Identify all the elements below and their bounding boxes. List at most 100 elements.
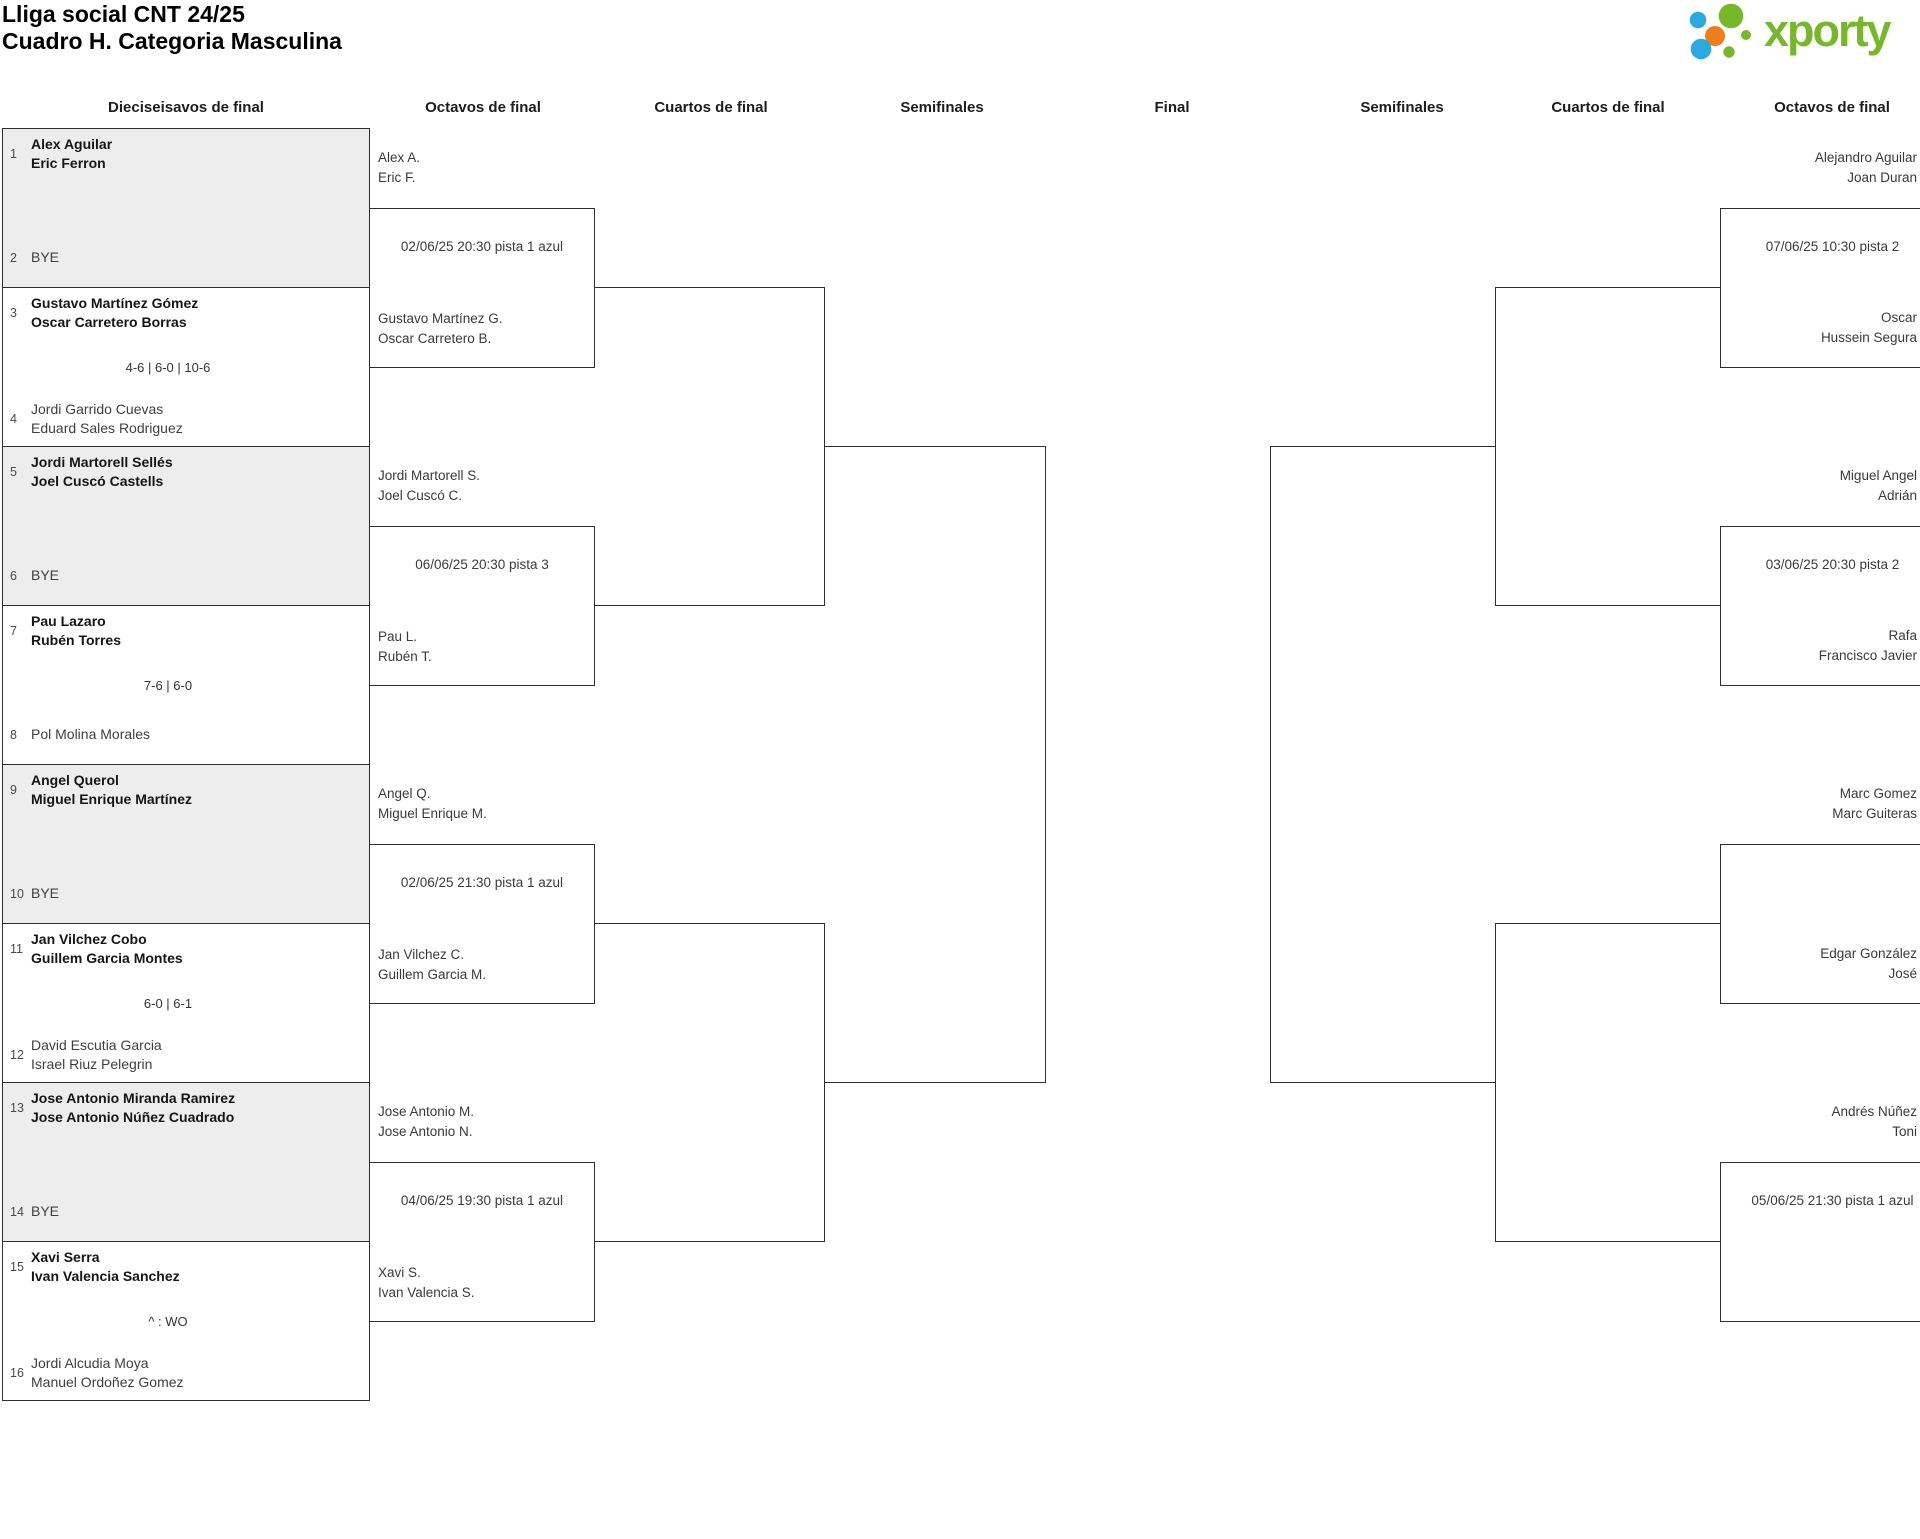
- round-header-2: Octavos de final: [425, 99, 541, 116]
- seed-number: 3: [10, 306, 17, 320]
- team-names: BYE: [31, 884, 59, 903]
- round16-left-team-b: Xavi S.Ivan Valencia S.: [378, 1263, 475, 1302]
- bracket-line: [1495, 923, 1720, 924]
- round16-left-team-b: Gustavo Martínez G.Oscar Carretero B.: [378, 309, 503, 348]
- player-name: José: [1888, 965, 1917, 981]
- seed-number: 11: [10, 942, 23, 956]
- player-name: Andrés Núñez: [1831, 1104, 1917, 1119]
- player-name: Guillem Garcia Montes: [31, 950, 183, 966]
- player-name: Jordi Garrido Cuevas: [31, 401, 164, 417]
- player-name: Angel Q.: [378, 786, 431, 801]
- player-name: Jordi Martorell S.: [378, 468, 481, 483]
- seed-number: 7: [10, 624, 17, 638]
- player-name: Eric F.: [378, 169, 416, 185]
- match-schedule: 02/06/25 21:30 pista 1 azul: [400, 875, 564, 890]
- player-name: Guillem Garcia M.: [378, 966, 487, 982]
- match-schedule: 05/06/25 21:30 pista 1 azul: [1751, 1193, 1914, 1208]
- team-names: BYE: [31, 566, 59, 585]
- round16-right-match-3: [1720, 844, 1920, 1004]
- page-title: Lliga social CNT 24/25 Cuadro H. Categor…: [2, 1, 342, 55]
- round16-right-match-1: 07/06/25 10:30 pista 2: [1720, 208, 1920, 368]
- player-name: Eric Ferron: [31, 155, 106, 171]
- bracket-line: [595, 605, 824, 606]
- player-name: Jan Vilchez Cobo: [31, 931, 147, 947]
- xporty-logo-text: xporty: [1764, 5, 1892, 56]
- player-name: Miguel Enrique Martínez: [31, 791, 193, 807]
- player-name: Marc Guiteras: [1832, 805, 1917, 821]
- seed-number: 6: [10, 568, 17, 583]
- round16-left-team-a: Alex A.Eric F.: [378, 148, 420, 187]
- team-row: 6 BYE: [3, 566, 59, 585]
- player-name: Rafa: [1888, 628, 1917, 643]
- round-header-4: Semifinales: [900, 99, 984, 116]
- match-score: ^ : WO: [148, 1314, 188, 1329]
- player-name: Jose Antonio Núñez Cuadrado: [31, 1109, 235, 1125]
- seed-number: 5: [10, 465, 17, 479]
- player-name: Adrián: [1877, 487, 1917, 503]
- player-name: Pau Lazaro: [31, 613, 106, 629]
- team-row: 10 BYE: [3, 884, 59, 903]
- team-names: BYE: [31, 1202, 59, 1221]
- player-name: Xavi Serra: [31, 1249, 100, 1265]
- match-schedule: 03/06/25 20:30 pista 2: [1765, 557, 1900, 572]
- player-name: Angel Querol: [31, 772, 119, 788]
- round-header-3: Cuartos de final: [654, 99, 768, 116]
- round-header-8: Octavos de final: [1774, 99, 1890, 116]
- round-header-5: Final: [1154, 99, 1190, 116]
- player-name: Oscar Carretero Borras: [31, 314, 187, 330]
- semifinal-connector-left: [1045, 446, 1046, 1083]
- player-name: Jose Antonio N.: [378, 1123, 473, 1139]
- round16-right-match-2: 03/06/25 20:30 pista 2: [1720, 526, 1920, 686]
- bracket-line: [595, 1241, 824, 1242]
- player-name: Jan Vilchez C.: [378, 947, 465, 962]
- seed-number: 8: [10, 727, 17, 742]
- bracket-line: [824, 446, 1045, 447]
- player-name: Oscar Carretero B.: [378, 330, 492, 346]
- player-name: Rubén T.: [378, 648, 432, 664]
- match-schedule: 02/06/25 20:30 pista 1 azul: [400, 239, 564, 254]
- player-name: Joan Duran: [1847, 169, 1917, 185]
- match-score: 7-6 | 6-0: [143, 678, 193, 693]
- player-name: Alejandro Aguilar: [1814, 150, 1917, 165]
- match-schedule: 06/06/25 20:30 pista 3: [415, 557, 549, 572]
- player-name: BYE: [31, 885, 60, 901]
- player-name: David Escutia Garcia: [31, 1037, 162, 1053]
- seed-number: 16: [10, 1366, 24, 1380]
- player-name: Ivan Valencia Sanchez: [31, 1268, 180, 1284]
- player-name: Pau L.: [378, 629, 418, 644]
- round16-left-team-a: Jordi Martorell S.Joel Cuscó C.: [378, 466, 480, 505]
- seed-number: 10: [10, 886, 24, 901]
- player-name: Miguel Angel: [1839, 468, 1917, 483]
- bracket-line: [1495, 923, 1496, 1242]
- round16-left-team-b: Pau L. Rubén T.: [378, 627, 432, 666]
- round16-right-match-4: 05/06/25 21:30 pista 1 azul: [1720, 1162, 1920, 1322]
- bracket-line: [824, 1082, 1045, 1083]
